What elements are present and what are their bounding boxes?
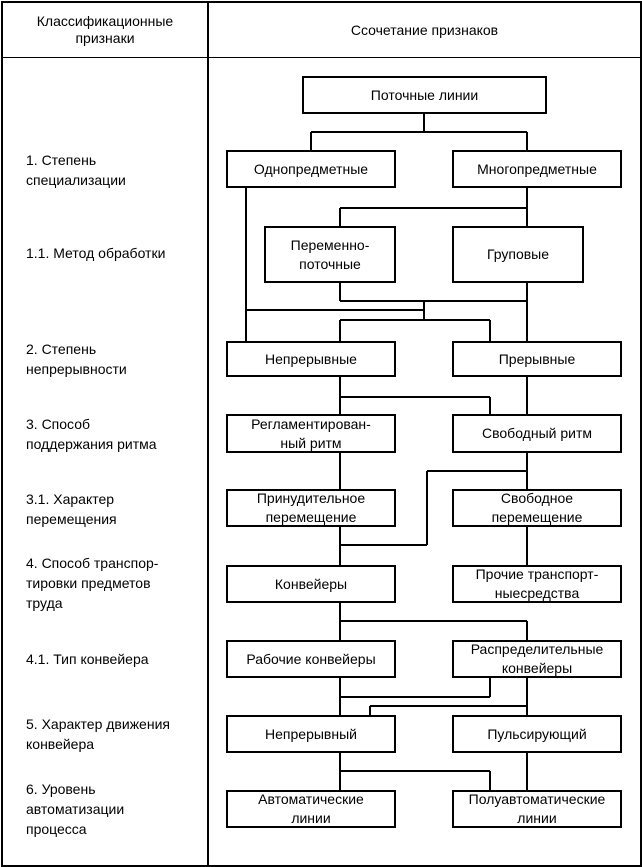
header-separator bbox=[1, 57, 642, 59]
row-label-rhythm: 3. Способ поддержания ритма bbox=[26, 416, 157, 452]
box-group: Груповые bbox=[452, 226, 584, 283]
box-working-conveyors: Рабочие конвейеры bbox=[226, 640, 396, 678]
row-label-transport: 4. Способ транспор- тировки предметов тр… bbox=[26, 555, 159, 611]
box-single-item: Однопредметные bbox=[226, 150, 396, 188]
box-pulsing-motion: Пульсирующий bbox=[452, 715, 622, 753]
header-combination: Ссочетание признаков bbox=[350, 21, 499, 38]
row-label-processing-method: 1.1. Метод обработки bbox=[26, 245, 166, 261]
box-continuous-motion: Непрерывный bbox=[226, 715, 396, 753]
row-label-conveyor-motion: 5. Характер движения конвейера bbox=[26, 716, 170, 752]
box-free-movement: Свободное перемещение bbox=[452, 489, 622, 527]
box-other-transport: Прочие транспорт- ныесредства bbox=[452, 565, 622, 603]
box-forced-movement: Принудительное перемещение bbox=[226, 489, 396, 527]
box-semiautomatic-lines: Полуавтоматические линии bbox=[452, 790, 622, 828]
box-flow-lines: Поточные линии bbox=[302, 76, 547, 114]
box-conveyors: Конвейеры bbox=[226, 565, 396, 603]
box-multi-item: Многопредметные bbox=[452, 150, 622, 188]
header-classification: Классификационные признаки bbox=[36, 13, 174, 46]
box-variable-flow: Переменно- поточные bbox=[264, 226, 396, 283]
row-label-automation: 6. Уровень автоматизации процесса bbox=[26, 781, 125, 837]
box-free-rhythm: Свободный ритм bbox=[452, 414, 622, 453]
box-continuous: Непрерывные bbox=[226, 341, 396, 377]
box-automatic-lines: Автоматические линии bbox=[226, 790, 396, 828]
box-regulated-rhythm: Регламентирован- ный ритм bbox=[226, 414, 396, 453]
box-distribution-conveyors: Распределительные конвейеры bbox=[452, 640, 622, 678]
box-interrupted: Прерывные bbox=[452, 341, 622, 377]
row-label-continuity: 2. Степень непрерывности bbox=[26, 341, 127, 377]
column-separator bbox=[207, 1, 209, 867]
row-label-movement: 3.1. Характер перемещения bbox=[26, 491, 117, 527]
row-label-specialization: 1. Степень специализации bbox=[26, 152, 126, 188]
row-label-conveyor-type: 4.1. Тип конвейера bbox=[26, 651, 149, 667]
